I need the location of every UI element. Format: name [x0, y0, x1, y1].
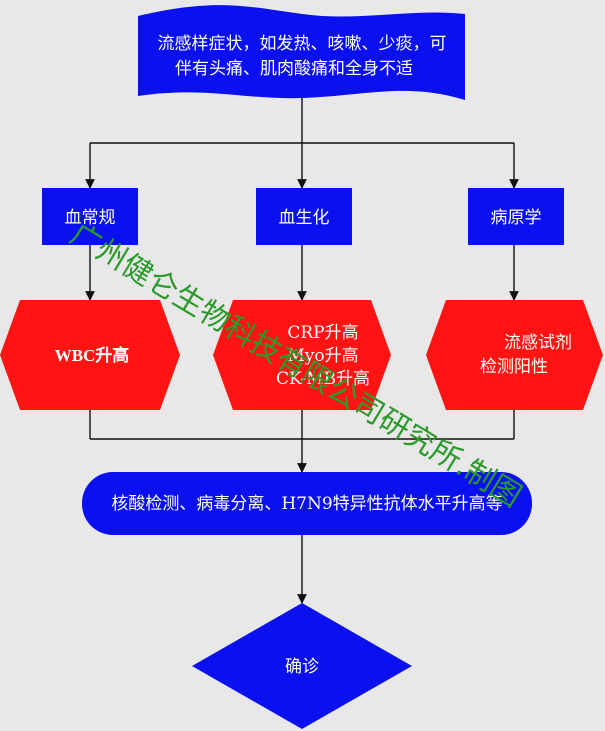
blood-routine-label: 血常规 [65, 208, 116, 228]
crp-result-text: CRP升高 [287, 323, 358, 343]
blood-routine-box [42, 188, 138, 245]
etiology-label: 病原学 [491, 208, 542, 228]
biochem-result-hexagon [213, 300, 391, 410]
diagnosis-text: 确诊 [285, 657, 319, 677]
biochemistry-box [256, 188, 352, 245]
symptoms-line-1: 流感样症状，如发热、咳嗽、少痰，可 [158, 34, 447, 54]
symptoms-line-2: 伴有头痛、肌肉酸痛和全身不适 [175, 59, 413, 79]
wbc-result-text: WBC升高 [55, 345, 130, 365]
biochemistry-label: 血生化 [279, 208, 330, 228]
flu-test-result-hexagon [426, 300, 603, 410]
ckmb-result-text: CK-MB升高 [276, 369, 370, 389]
etiology-box [468, 188, 564, 245]
confirmatory-box [82, 472, 532, 535]
flu-test-line-2: 检测阳性 [480, 357, 548, 377]
myo-result-text: Myo升高 [287, 346, 358, 366]
connectors [85, 98, 519, 604]
diagnosis-diamond [192, 603, 412, 729]
flu-test-line-1: 流感试剂 [504, 333, 572, 353]
symptoms-box [138, 5, 465, 101]
wbc-result-hexagon [0, 300, 180, 410]
confirmatory-text: 核酸检测、病毒分离、H7N9特异性抗体水平升高等 [111, 494, 502, 514]
